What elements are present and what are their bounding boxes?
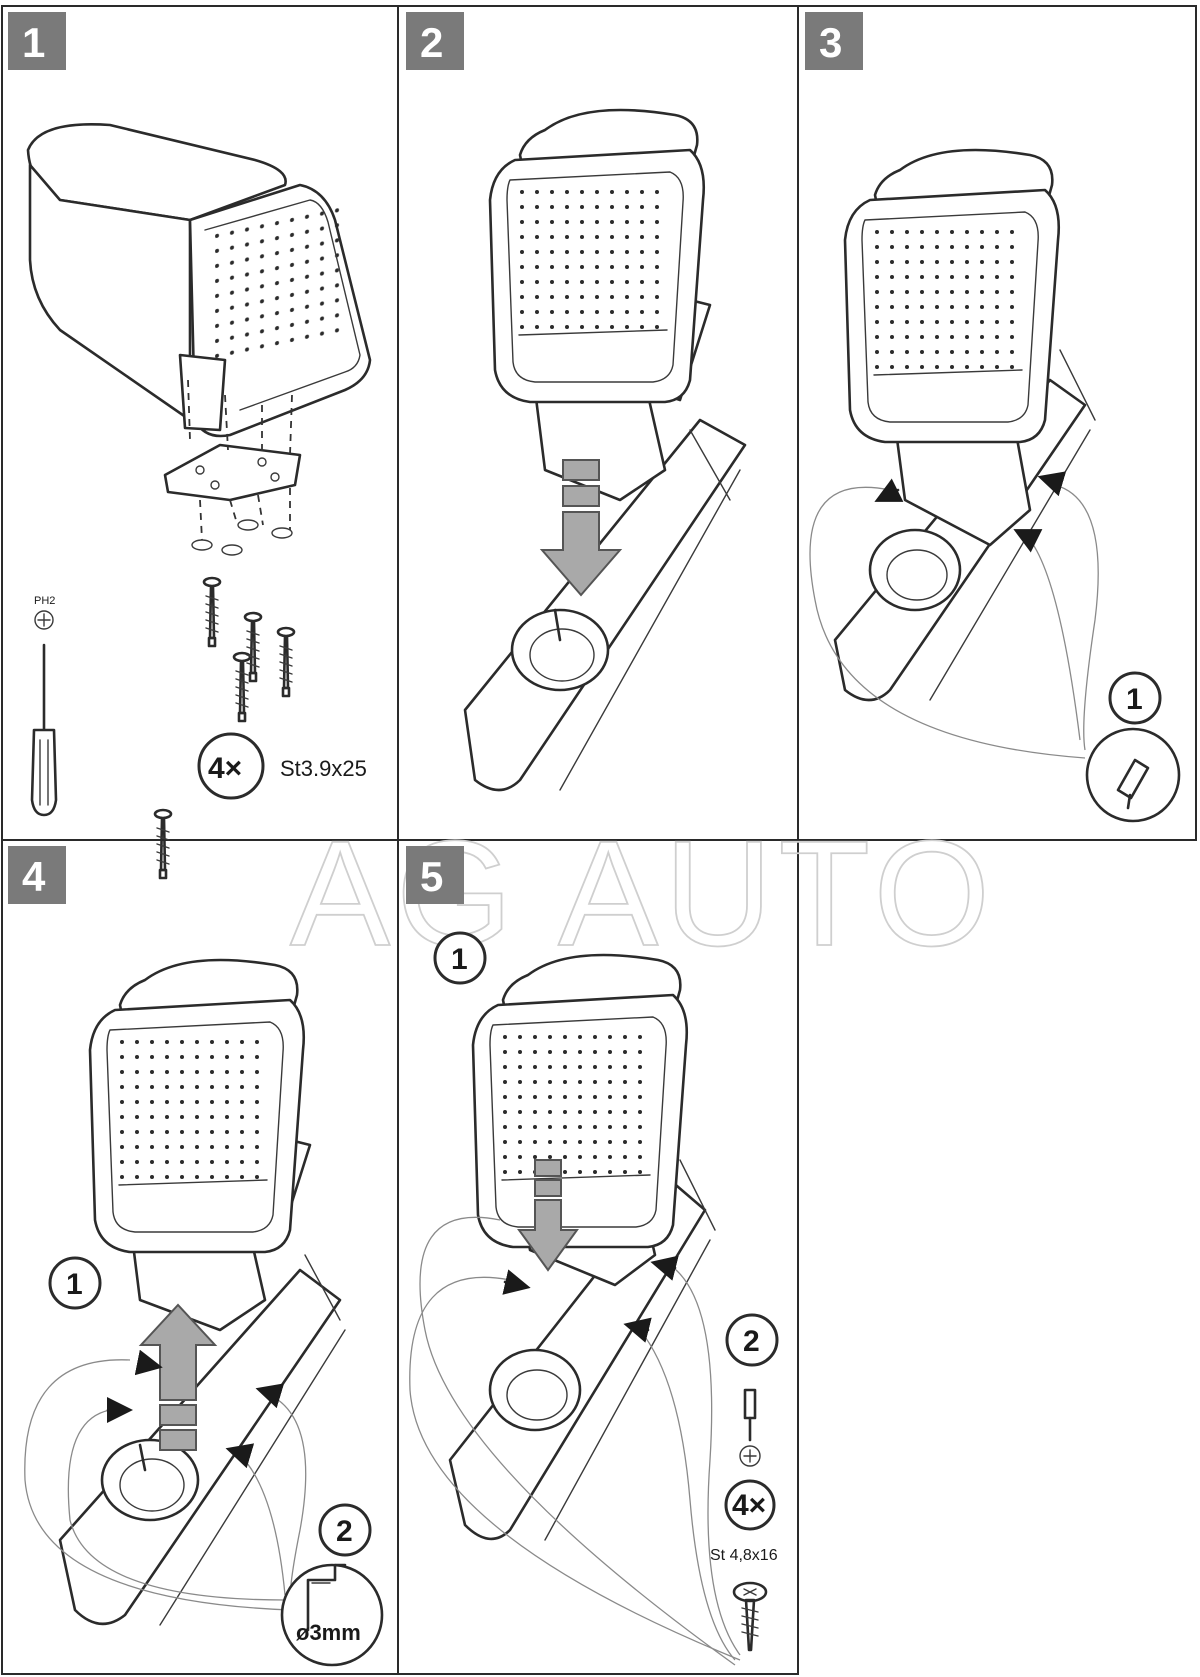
panel-frames bbox=[1, 5, 1197, 1675]
alignment-guides-step3 bbox=[809, 471, 1099, 759]
tool-label: PH2 bbox=[34, 595, 55, 607]
watermark: AG AUTO bbox=[290, 809, 996, 977]
svg-text:2: 2 bbox=[743, 1325, 760, 1358]
substep-1-badge-step5: 1 bbox=[433, 931, 487, 985]
quantity-badge: 4× bbox=[197, 732, 265, 800]
svg-text:1: 1 bbox=[66, 1268, 83, 1301]
step-3-panel: 3 1 bbox=[805, 12, 1181, 823]
screwdriver-small-icon bbox=[739, 1388, 761, 1467]
armrest-head-step2 bbox=[488, 108, 706, 404]
substep-1-badge-step4: 1 bbox=[48, 1256, 102, 1310]
svg-text:4×: 4× bbox=[208, 752, 242, 785]
screw-quantity-callout: 4× St3.9x25 bbox=[153, 732, 367, 880]
down-arrow-step5 bbox=[517, 1159, 579, 1272]
step-2-panel: 2 bbox=[406, 12, 747, 792]
svg-text:4×: 4× bbox=[732, 1489, 766, 1522]
alignment-guides-step4 bbox=[24, 1349, 307, 1611]
svg-text:1: 1 bbox=[22, 19, 45, 66]
svg-text:3: 3 bbox=[819, 19, 842, 66]
console-base-step3 bbox=[833, 349, 1096, 702]
step-1-badge: 1 bbox=[8, 12, 66, 70]
svg-text:5: 5 bbox=[420, 853, 443, 900]
armrest-head-step5 bbox=[471, 953, 689, 1249]
armrest-head-step4 bbox=[88, 958, 306, 1254]
step-3-badge: 3 bbox=[805, 12, 863, 70]
screwdriver-icon: PH2 bbox=[30, 595, 58, 817]
svg-text:2: 2 bbox=[336, 1515, 353, 1548]
armrest-side-illustration bbox=[26, 123, 372, 438]
quantity-badge-step5: 4× bbox=[724, 1479, 776, 1531]
step-4-panel: 4 1 bbox=[8, 846, 384, 1667]
mark-position-icon bbox=[1085, 727, 1181, 823]
up-arrow bbox=[138, 1303, 218, 1451]
substep-1-badge: 1 bbox=[1108, 671, 1162, 725]
screw-icon-step5 bbox=[732, 1581, 768, 1652]
step-2-badge: 2 bbox=[406, 12, 464, 70]
drill-size-label: ø3mm bbox=[296, 1620, 361, 1645]
substep-2-badge-step4: 2 bbox=[318, 1503, 372, 1557]
screws-exploded bbox=[202, 576, 296, 723]
screw-spec-label: St3.9x25 bbox=[280, 756, 367, 781]
washers bbox=[191, 519, 293, 556]
mounting-bracket bbox=[163, 379, 302, 541]
svg-text:1: 1 bbox=[451, 943, 468, 976]
substep-2-badge-step5: 2 bbox=[725, 1313, 779, 1367]
step-5-panel: 5 1 2 bbox=[406, 846, 779, 1666]
svg-text:4: 4 bbox=[22, 853, 46, 900]
down-arrow bbox=[539, 459, 623, 597]
screw-spec-label-step5: St 4,8x16 bbox=[710, 1547, 778, 1564]
step-5-badge: 5 bbox=[406, 846, 464, 904]
drill-hole-icon: ø3mm bbox=[280, 1563, 384, 1667]
svg-text:2: 2 bbox=[420, 19, 443, 66]
svg-text:1: 1 bbox=[1126, 683, 1143, 716]
alignment-guides-step5 bbox=[409, 1216, 741, 1666]
armrest-head-step3 bbox=[843, 148, 1061, 444]
step-1-panel: 1 bbox=[8, 12, 372, 880]
step-4-badge: 4 bbox=[8, 846, 66, 904]
console-base bbox=[463, 418, 747, 792]
